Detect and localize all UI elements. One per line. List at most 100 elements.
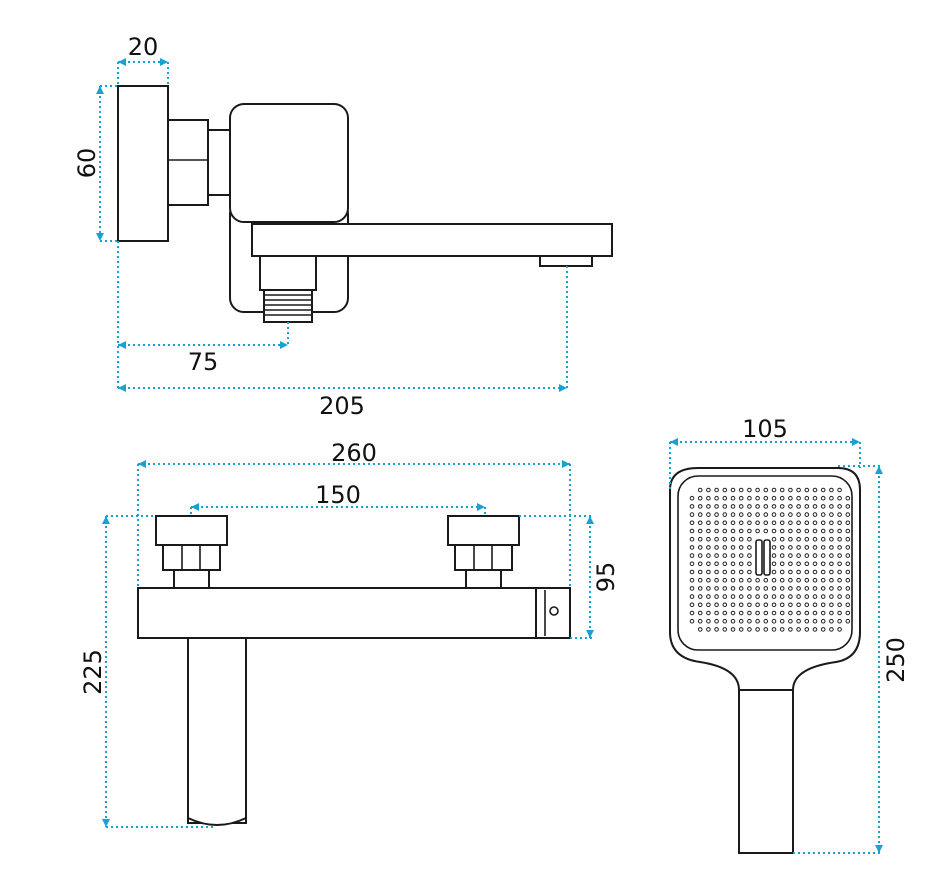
nozzle-hole [796, 487, 801, 493]
nozzle-hole [763, 487, 769, 493]
nozzle-hole [722, 602, 728, 608]
nozzle-hole [804, 602, 810, 608]
nozzle-hole [697, 627, 703, 632]
nozzle-hole [804, 536, 810, 542]
nozzle-hole [837, 512, 842, 517]
nozzle-hole [738, 569, 744, 575]
nozzle-hole [771, 577, 777, 583]
nozzle-hole [706, 594, 711, 599]
nozzle-hole [796, 561, 801, 567]
dim-60: 60 [73, 85, 118, 242]
nozzle-hole [755, 610, 760, 616]
nozzle-hole [763, 602, 769, 608]
nozzle-hole [771, 545, 777, 550]
thread-lines [264, 294, 312, 316]
nozzle-hole [796, 504, 801, 509]
left-knob-body [162, 544, 221, 571]
nozzle-hole [714, 504, 719, 509]
nozzle-hole [837, 569, 842, 575]
nozzle-hole [730, 528, 736, 534]
nozzle-hole [722, 618, 728, 624]
head-face [677, 475, 853, 651]
nozzle-hole [714, 618, 719, 624]
nozzle-hole [714, 528, 719, 534]
nozzle-hole [722, 561, 728, 567]
nozzle-hole [755, 504, 760, 509]
nozzle-hole [837, 627, 842, 632]
nozzle-hole [730, 602, 736, 608]
nozzle-hole [747, 520, 752, 526]
nozzle-hole [788, 577, 793, 583]
nozzle-hole [689, 610, 695, 616]
nozzle-hole [829, 528, 834, 534]
nozzle-hole [714, 545, 719, 550]
nozzle-hole [820, 602, 826, 608]
nozzle-hole [738, 627, 744, 632]
nozzle-hole [779, 610, 785, 616]
nozzle-hole [697, 520, 703, 526]
nozzle-hole [697, 495, 703, 501]
nozzle-hole [812, 602, 818, 608]
nozzle-hole [763, 528, 769, 534]
connector-nut [207, 129, 233, 196]
nozzle-hole [771, 536, 777, 542]
nozzle-hole [812, 586, 818, 591]
nozzle-hole [706, 627, 711, 632]
nozzle-hole [689, 536, 695, 542]
nozzle-hole [837, 504, 842, 509]
end-cap [535, 587, 571, 639]
nozzle-hole [722, 594, 728, 599]
nozzle-hole [812, 553, 818, 558]
nozzle-hole [845, 545, 851, 550]
nozzle-hole [706, 618, 711, 624]
nozzle-hole [747, 536, 752, 542]
dim-label-150: 150 [315, 481, 361, 509]
nozzle-hole [788, 528, 793, 534]
nozzle-hole [788, 627, 793, 632]
nozzle-hole [697, 512, 703, 517]
nozzle-hole [763, 627, 769, 632]
nozzle-hole [812, 561, 818, 567]
nozzle-hole [804, 610, 810, 616]
nozzle-hole [788, 618, 793, 624]
nozzle-hole [796, 553, 801, 558]
nozzle-hole [755, 602, 760, 608]
nozzle-hole [804, 512, 810, 517]
nozzle-hole [747, 610, 752, 616]
nozzle-hole [796, 627, 801, 632]
left-knob-cap [155, 515, 228, 546]
nozzle-hole [788, 586, 793, 591]
nozzle-hole [837, 577, 842, 583]
nozzle-hole [730, 553, 736, 558]
nozzle-hole [779, 504, 785, 509]
nozzle-hole [845, 577, 851, 583]
nozzle-hole [697, 618, 703, 624]
nozzle-hole [730, 504, 736, 509]
nozzle-hole [788, 545, 793, 550]
nozzle-hole [730, 495, 736, 501]
nozzle-hole [829, 504, 834, 509]
nozzle-hole [714, 561, 719, 567]
nozzle-hole [779, 594, 785, 599]
nozzle-hole [747, 545, 752, 550]
nozzle-hole [738, 594, 744, 599]
front-view-mixer [137, 515, 571, 826]
end-cap-screw [549, 606, 559, 616]
nozzle-hole [738, 545, 744, 550]
nozzle-hole [779, 512, 785, 517]
nozzle-hole [788, 553, 793, 558]
nozzle-hole [689, 553, 695, 558]
nozzle-hole [796, 528, 801, 534]
nozzle-hole [747, 528, 752, 534]
nozzle-hole [689, 577, 695, 583]
nozzle-hole [714, 586, 719, 591]
nozzle-hole [738, 586, 744, 591]
nozzle-hole [820, 512, 826, 517]
nozzle-hole [714, 627, 719, 632]
nozzle-hole [829, 577, 834, 583]
nozzle-hole [689, 504, 695, 509]
nozzle-hole [747, 627, 752, 632]
dim-label-250: 250 [882, 637, 910, 683]
spout-arm [251, 223, 613, 257]
dim-label-225: 225 [79, 649, 107, 695]
